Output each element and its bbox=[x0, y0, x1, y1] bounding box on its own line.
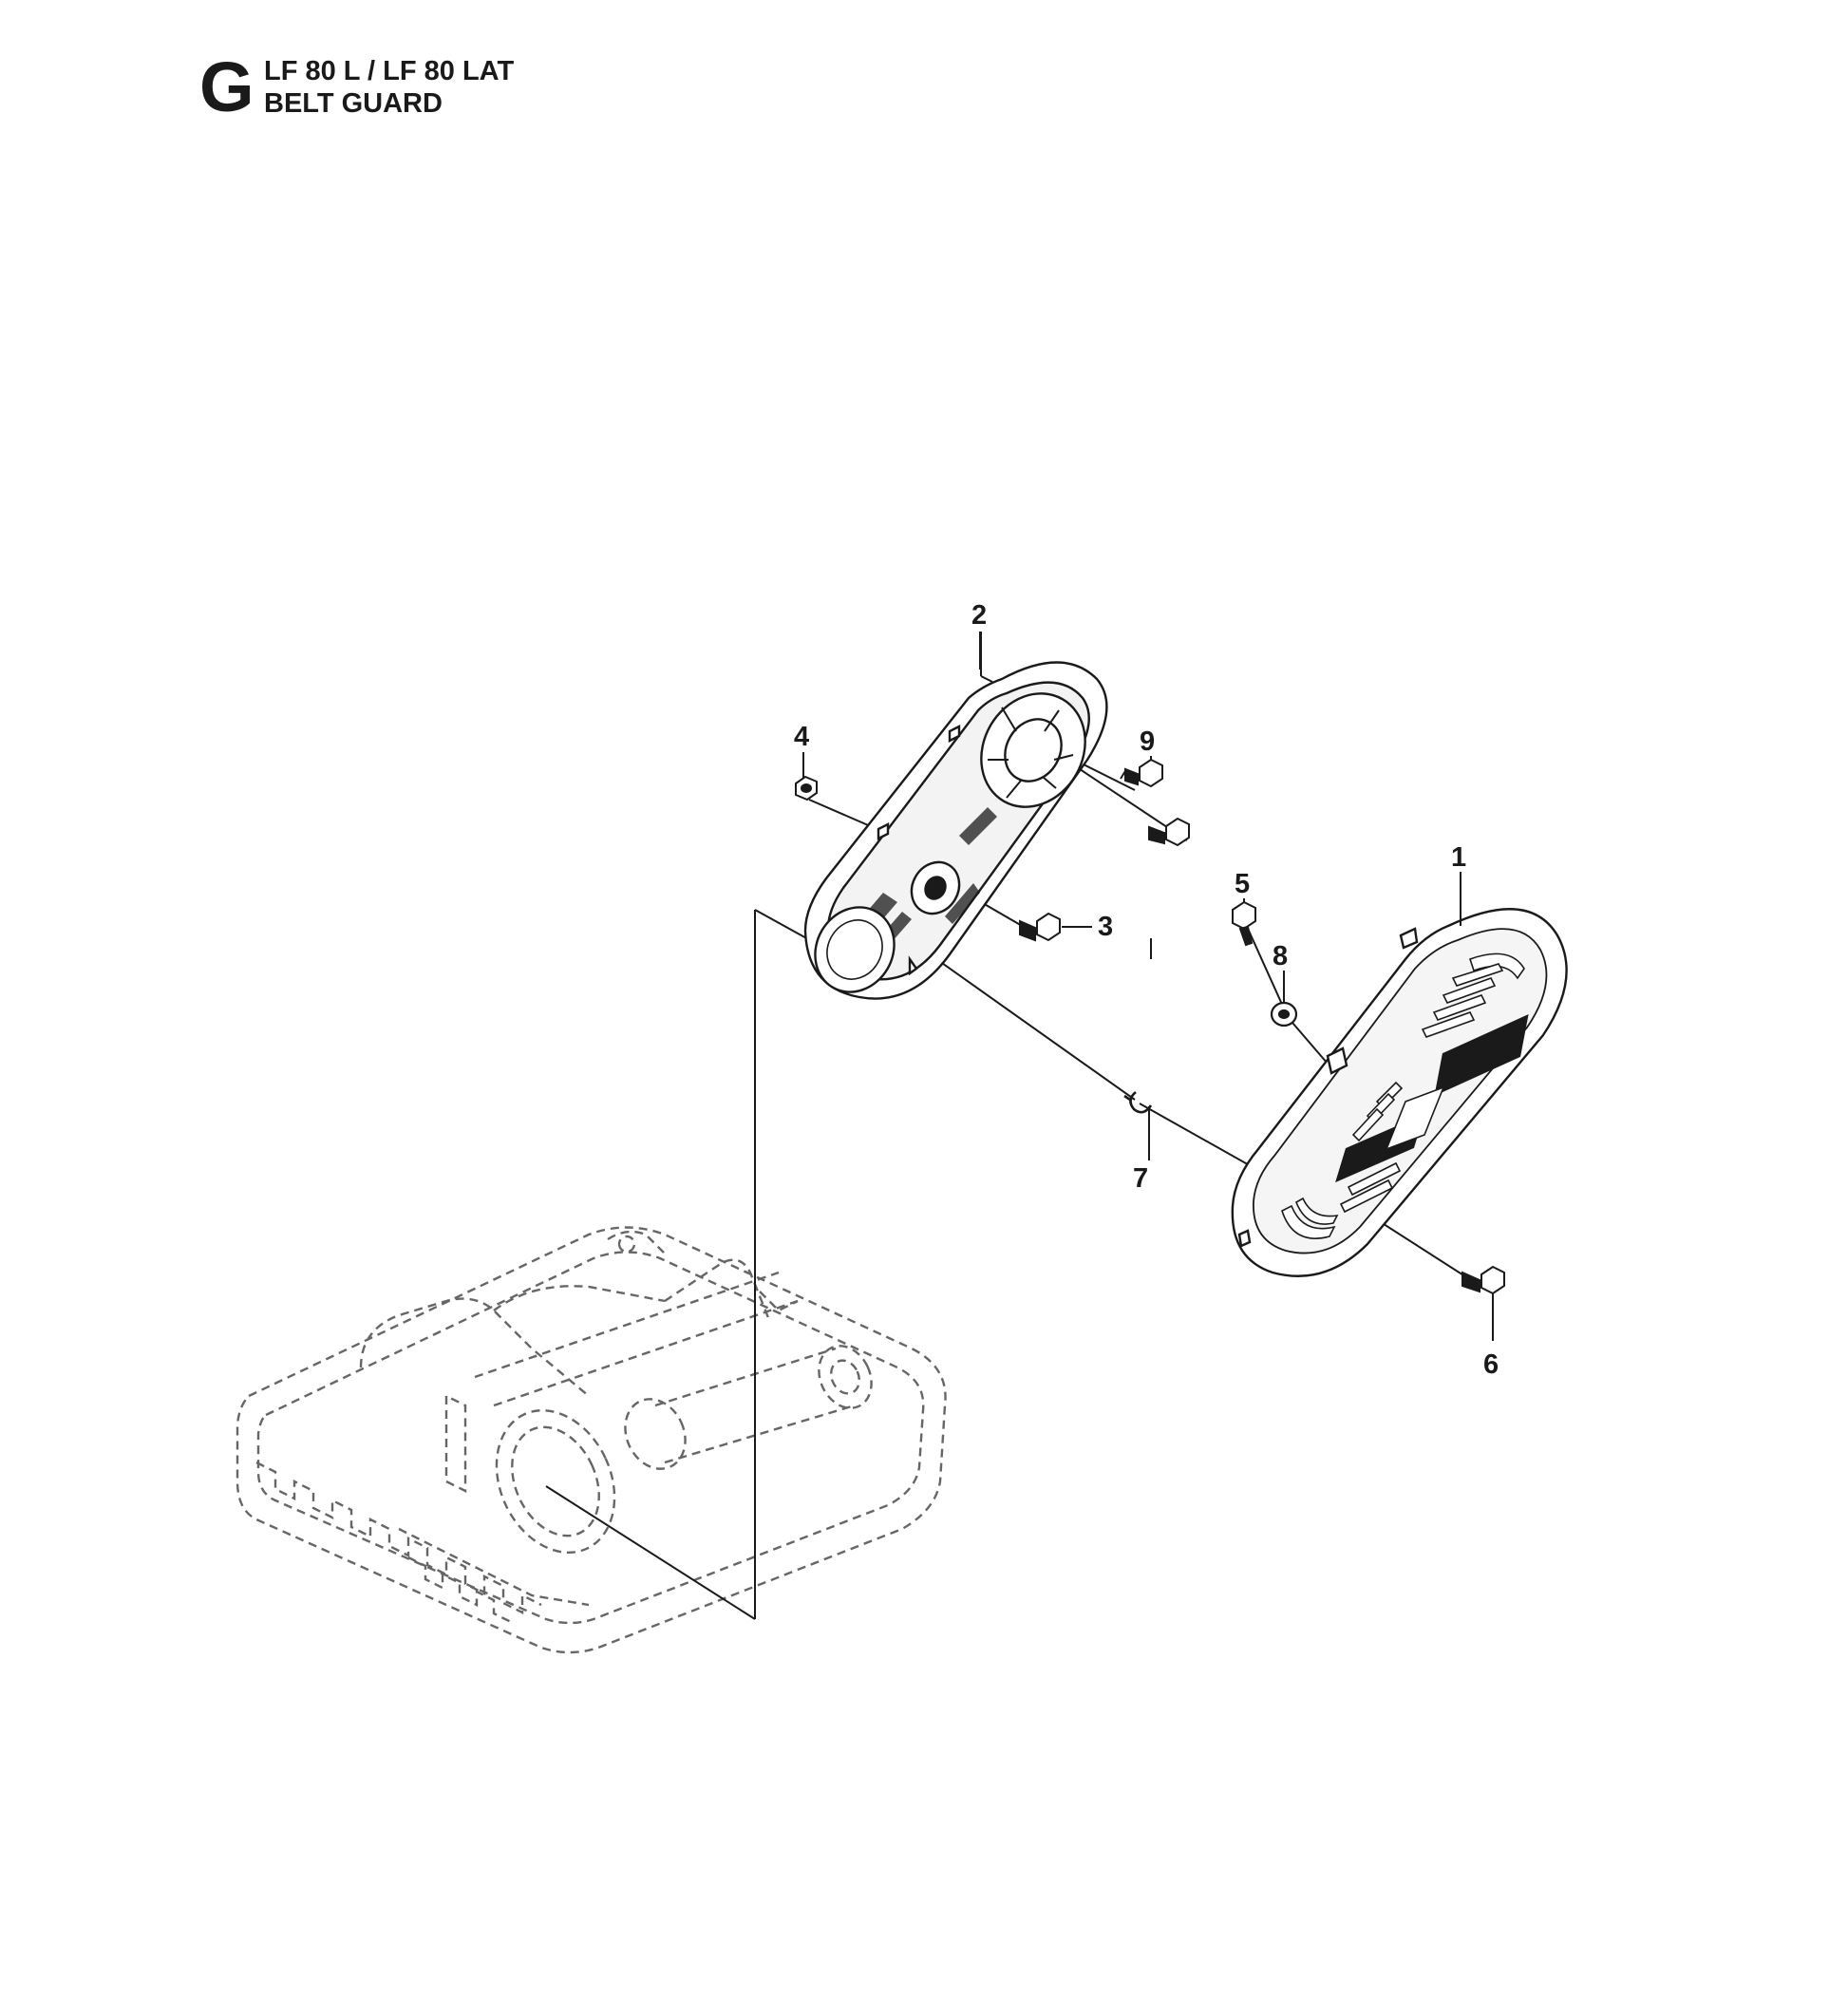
inner-belt-guard bbox=[803, 661, 1108, 1000]
callout-9: 9 bbox=[1140, 726, 1155, 757]
model-name: LF 80 L / LF 80 LAT bbox=[264, 56, 515, 86]
bolt-9-lower bbox=[1148, 817, 1190, 847]
callout-4: 4 bbox=[794, 722, 809, 752]
clip-7 bbox=[1123, 1090, 1153, 1114]
section-letter: G bbox=[199, 47, 255, 126]
callout-7: 7 bbox=[1133, 1163, 1148, 1194]
title-block: LF 80 L / LF 80 LAT BELT GUARD bbox=[264, 55, 514, 120]
callout-8: 8 bbox=[1273, 941, 1288, 971]
callout-1: 1 bbox=[1451, 842, 1466, 873]
bolt-5 bbox=[1232, 900, 1256, 947]
bolt-6 bbox=[1461, 1265, 1505, 1295]
bolt-3 bbox=[1019, 912, 1061, 942]
callout-ticks bbox=[802, 632, 1494, 1341]
callout-6: 6 bbox=[1483, 1349, 1499, 1380]
outer-belt-guard-cover bbox=[1231, 908, 1568, 1277]
callout-5: 5 bbox=[1235, 869, 1250, 899]
callout-2: 2 bbox=[971, 600, 987, 631]
bolt-9-upper bbox=[1124, 758, 1163, 788]
nut-4 bbox=[795, 775, 818, 801]
machine-base-outline bbox=[236, 1226, 947, 1654]
callout-3: 3 bbox=[1098, 912, 1113, 942]
section-title: BELT GUARD bbox=[264, 88, 443, 119]
washer-8 bbox=[1270, 1001, 1298, 1028]
